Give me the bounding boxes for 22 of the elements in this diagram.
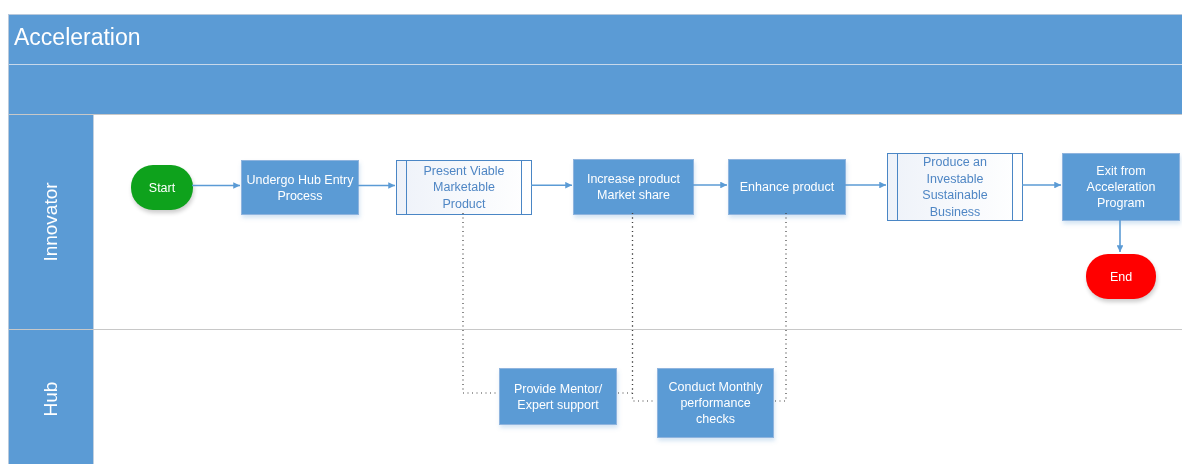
- lane-label: Innovator: [40, 182, 62, 262]
- end-terminator: End: [1086, 254, 1156, 299]
- pool-title: Acceleration: [14, 24, 141, 51]
- start-terminator: Start: [131, 165, 193, 210]
- process-box: Provide Mentor/ Expert support: [499, 368, 617, 425]
- swimlane-pool: [8, 14, 1182, 464]
- arrow: [1021, 181, 1062, 189]
- process-box: Increase product Market share: [573, 159, 694, 215]
- arrow: [530, 181, 573, 189]
- process-box: Exit from Acceleration Program: [1062, 153, 1180, 221]
- process-box: Enhance product: [728, 159, 846, 215]
- lane-label: Hub: [40, 381, 62, 416]
- arrow: [357, 182, 396, 189]
- process-box: Undergo Hub Entry Process: [241, 160, 359, 215]
- swimlane: [9, 329, 1182, 464]
- subprocess-box: Produce an Investable Sustainable Business: [887, 153, 1023, 221]
- arrow: [844, 181, 887, 189]
- subprocess-box: Present Viable Marketable Product: [396, 160, 532, 215]
- arrow: [692, 181, 728, 189]
- swimlane: [9, 114, 1182, 329]
- process-box: Conduct Monthly performance checks: [657, 368, 774, 438]
- arrow: [191, 182, 241, 189]
